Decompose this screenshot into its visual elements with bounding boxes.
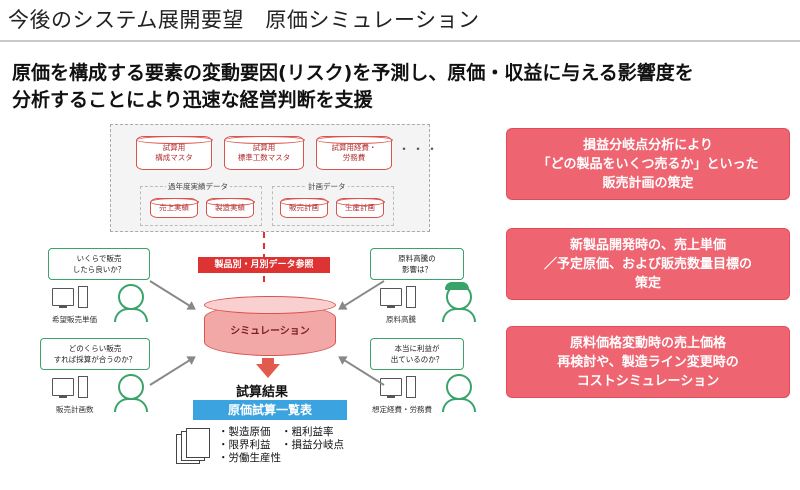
db-sales-plan: 販売計画 <box>279 197 329 218</box>
question-bubble-volume: どのくらい販売 すれば採算が合うのか？ <box>40 338 150 370</box>
benefit-box-material-price: 原料価格変動時の売上価格 再検討や、製造ライン変更時の コストシミュレーション <box>506 326 790 398</box>
worker-icon <box>446 284 472 310</box>
benefit-line: 新製品開発時の、売上単価 <box>569 237 726 253</box>
arrow-icon <box>339 280 385 310</box>
computer-tower-icon <box>78 376 88 398</box>
db-standard-hours-master: 試算用 標準工数マスタ <box>223 135 305 170</box>
benefit-line: 策定 <box>634 275 661 291</box>
result-arrow-stem <box>262 358 274 366</box>
lead-line-1: 原価を構成する要素の変動要因(リスク)を予測し、原価・収益に与える影響度を <box>12 62 694 84</box>
db-composition-master: 試算用 構成マスタ <box>135 135 213 170</box>
result-items: ・製造原価 ・粗利益率 ・限界利益 ・損益分岐点 ・労働生産性 <box>218 426 344 465</box>
benefit-line: 販売計画の策定 <box>602 175 694 191</box>
arrow-icon <box>149 280 195 310</box>
simulation-label: シミュレーション <box>230 326 310 337</box>
user-icon <box>446 374 472 400</box>
result-item: ・製造原価 ・粗利益率 <box>218 426 334 438</box>
computer-tower-icon <box>78 286 88 308</box>
past-data-label: 過年度実績データ <box>166 181 230 192</box>
documents-icon <box>176 428 214 466</box>
lead-text: 原価を構成する要素の変動要因(リスク)を予測し、原価・収益に与える影響度を 分析… <box>12 60 694 114</box>
simulation-top <box>204 296 336 314</box>
computer-tower-icon <box>406 286 416 308</box>
computer-tower-icon <box>406 376 416 398</box>
benefit-box-new-product: 新製品開発時の、売上単価 ／予定原価、および販売数量目標の 策定 <box>506 228 790 300</box>
simulation-cylinder: シミュレーション <box>204 296 336 362</box>
result-box: 原価試算一覧表 <box>193 400 347 420</box>
db-sales-actuals: 売上実績 <box>149 197 199 218</box>
benefit-line: 再検討や、製造ライン変更時の <box>557 354 739 370</box>
benefit-line: 原料価格変動時の売上価格 <box>569 335 726 351</box>
user-body-icon <box>114 308 148 322</box>
computer-icon <box>380 378 402 398</box>
page-title: 今後のシステム展開要望 原価シミュレーション <box>8 8 480 32</box>
plan-data-label: 計画データ <box>306 181 348 192</box>
user-body-icon <box>114 398 148 412</box>
computer-icon <box>52 288 74 308</box>
db-production-actuals: 製造実績 <box>205 197 255 218</box>
role-label-material: 原料高騰 <box>386 315 416 324</box>
result-item: ・労働生産性 <box>218 452 281 464</box>
computer-icon <box>380 288 402 308</box>
more-databases: ・・・ <box>398 142 441 156</box>
question-bubble-profit: 本当に利益が 出ているのか？ <box>370 338 464 370</box>
result-title: 試算結果 <box>236 385 289 400</box>
result-arrow-icon <box>256 364 280 378</box>
benefit-line: ／予定原価、および販売数量目標の <box>543 256 752 272</box>
user-icon <box>118 284 144 310</box>
benefit-line: 損益分岐点分析により <box>583 137 713 153</box>
benefit-line: 「どの製品をいくつ売るか」といった <box>537 156 759 172</box>
computer-icon <box>52 378 74 398</box>
user-icon <box>118 374 144 400</box>
question-bubble-price: いくらで販売 したら良いか？ <box>48 248 150 280</box>
db-expense-labor: 試算用経費・ 労務費 <box>315 135 393 170</box>
benefit-box-breakeven: 損益分岐点分析により 「どの製品をいくつ売るか」といった 販売計画の策定 <box>506 128 790 200</box>
user-body-icon <box>442 398 476 412</box>
doc-sheet-3 <box>186 428 210 458</box>
question-bubble-material: 原料高騰の 影響は？ <box>370 248 464 280</box>
lead-line-2: 分析することにより迅速な経営判断を支援 <box>12 89 373 111</box>
result-item: ・限界利益 ・損益分岐点 <box>218 439 344 451</box>
role-label-volume: 販売計画数 <box>56 405 94 414</box>
role-label-price: 希望販売単価 <box>52 315 97 324</box>
worker-body-icon <box>442 308 476 322</box>
role-label-expense: 想定経費・労務費 <box>372 405 432 414</box>
db-production-plan: 生産計画 <box>335 197 385 218</box>
reference-label: 製品別・月別データ参照 <box>198 257 330 273</box>
title-divider <box>0 40 800 42</box>
arrow-icon <box>149 356 195 386</box>
benefit-line: コストシミュレーション <box>576 373 720 389</box>
